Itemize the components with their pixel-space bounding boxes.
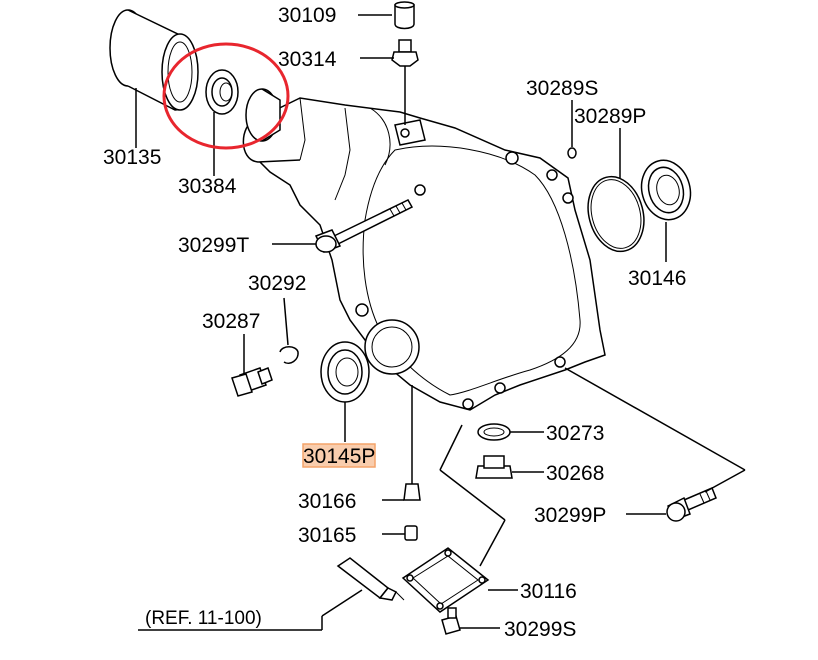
part-30109-cap <box>358 1 415 30</box>
label-30166: 30166 <box>298 490 356 513</box>
label-30287: 30287 <box>202 310 260 333</box>
part-30166-breather <box>382 385 421 501</box>
part-30384-seal <box>205 69 239 176</box>
sealant-tube <box>138 557 405 631</box>
label-ref: (REF. 11-100) <box>145 608 262 629</box>
part-30268-plug <box>475 455 544 479</box>
label-30116: 30116 <box>520 580 577 603</box>
part-30299p-bolt <box>564 367 746 522</box>
part-30314-plug <box>360 39 419 125</box>
label-30299p: 30299P <box>534 504 606 527</box>
label-30273: 30273 <box>546 422 604 445</box>
label-30314: 30314 <box>278 48 337 71</box>
part-30292-clip <box>279 297 299 364</box>
label-30109: 30109 <box>278 4 336 27</box>
label-30145p: 30145P <box>303 445 375 468</box>
label-30289p: 30289P <box>574 105 646 128</box>
label-30268: 30268 <box>546 462 604 485</box>
label-30289s: 30289S <box>526 77 598 100</box>
highlight-box <box>302 443 376 468</box>
part-30146-seal <box>640 159 692 262</box>
part-30289s-oring <box>567 100 577 159</box>
housing <box>242 97 606 411</box>
part-30287-bolt <box>231 334 273 397</box>
part-30289p-oring <box>587 128 645 253</box>
part-30135-boot <box>109 9 199 148</box>
part-30273-gasket <box>477 423 544 441</box>
part-30145p-seal <box>320 341 370 442</box>
part-30299t-bolt <box>272 199 414 253</box>
part-boot-sleeve <box>245 88 281 142</box>
part-30165-cap <box>382 525 418 541</box>
part-30299s-bolt <box>441 607 500 635</box>
label-30384: 30384 <box>178 175 237 198</box>
label-30146: 30146 <box>628 267 686 290</box>
highlight-circle <box>162 42 290 150</box>
label-30135: 30135 <box>103 146 161 169</box>
label-30299s: 30299S <box>504 618 576 641</box>
part-30116-gasket <box>401 424 518 613</box>
label-30292: 30292 <box>248 272 306 295</box>
label-30299t: 30299T <box>178 234 249 257</box>
label-30165: 30165 <box>298 524 356 547</box>
